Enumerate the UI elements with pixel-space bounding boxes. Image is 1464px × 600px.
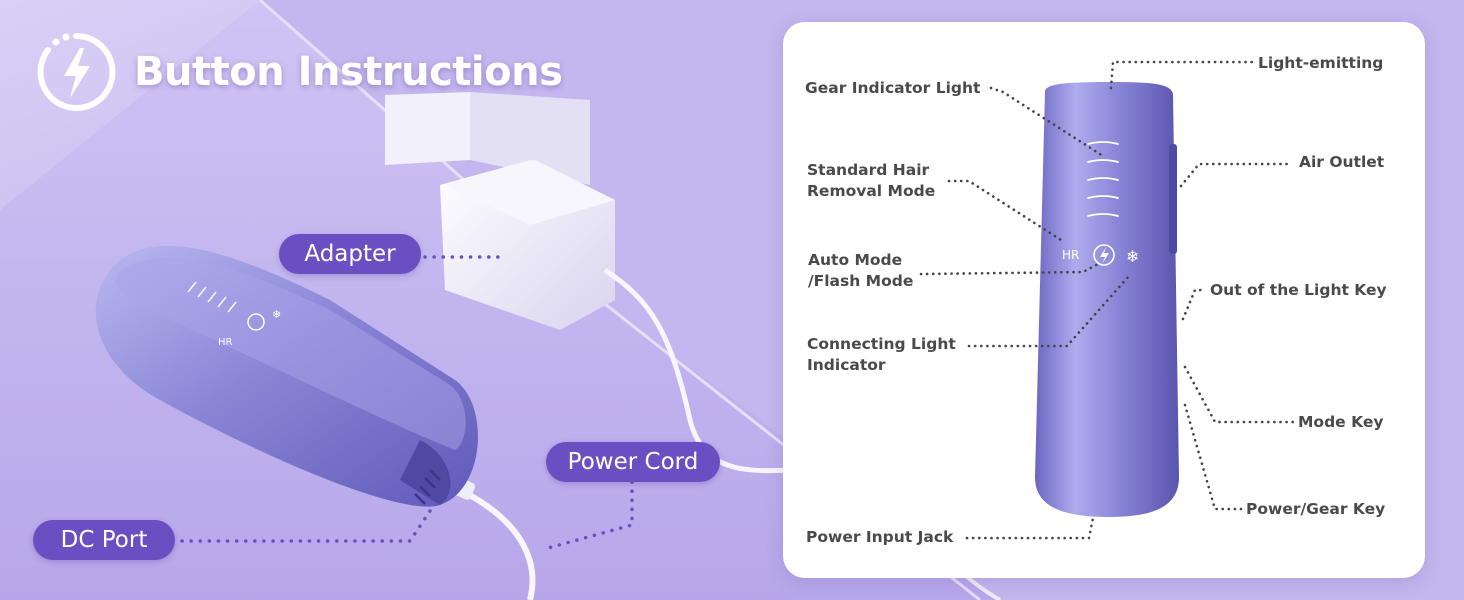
power-gear-key-leader xyxy=(1183,403,1243,511)
power-input-jack-leader xyxy=(965,516,1095,540)
svg-text:❄: ❄ xyxy=(272,308,281,321)
auto-mode-label: Auto Mode /Flash Mode xyxy=(808,251,914,290)
device-lying: ❄ HR xyxy=(95,245,478,507)
gear-indicator-leader xyxy=(989,86,1105,158)
mode-key-leader xyxy=(1183,365,1297,424)
lightning-power-icon xyxy=(37,32,116,111)
standard-mode-leader xyxy=(947,179,1063,242)
power-cord-label: Power Cord xyxy=(546,442,720,482)
dc-port-label: DC Port xyxy=(33,520,175,560)
device-diagram: HR ❄ xyxy=(919,60,1297,540)
air-outlet-label: Air Outlet xyxy=(1299,153,1385,171)
adapter-label: Adapter xyxy=(279,234,421,274)
power-input-jack-label: Power Input Jack xyxy=(806,528,954,546)
page-title: Button Instructions xyxy=(134,49,563,95)
device-hr-mark: HR xyxy=(218,337,233,348)
header: Button Instructions xyxy=(30,26,563,118)
out-of-light-key-leader xyxy=(1181,288,1205,321)
cooling-snowflake-icon: ❄ xyxy=(1126,247,1139,266)
wall-socket-side xyxy=(470,92,590,185)
connecting-light-label: Connecting Light Indicator xyxy=(807,335,956,374)
power-gear-key-label: Power/Gear Key xyxy=(1246,500,1386,518)
gear-indicator-label: Gear Indicator Light xyxy=(805,79,981,97)
flash-indicator-icon xyxy=(1093,244,1115,266)
standard-mode-label: Standard Hair Removal Mode xyxy=(807,161,936,200)
panel-hr-mark: HR xyxy=(1062,248,1079,262)
auto-mode-leader xyxy=(919,261,1102,276)
wall-socket xyxy=(385,92,470,165)
button-diagram-panel: HR ❄ Light-emitting Gear Indicator Light… xyxy=(783,22,1425,578)
out-of-light-key-label: Out of the Light Key xyxy=(1210,281,1387,299)
light-emitting-label: Light-emitting xyxy=(1258,54,1384,72)
mode-key-label: Mode Key xyxy=(1298,413,1384,431)
dc-port-leader xyxy=(180,506,434,543)
air-outlet-leader xyxy=(1179,162,1293,188)
power-cord-cable xyxy=(603,267,801,474)
power-cord-leader xyxy=(546,480,634,550)
connecting-light-leader xyxy=(967,274,1131,348)
